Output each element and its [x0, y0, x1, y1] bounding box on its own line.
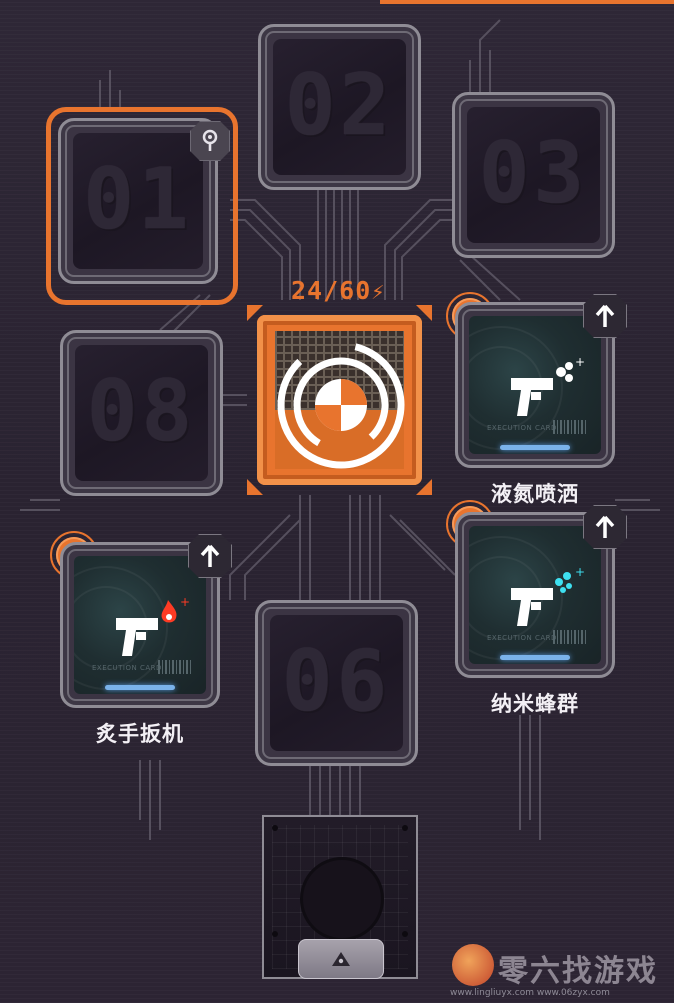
card-footer-text: EXECUTION CARD	[487, 424, 557, 432]
watermark-brand: 零六找游戏	[498, 954, 658, 989]
card-liquid-nitrogen[interactable]: + EXECUTION CARD	[455, 302, 615, 468]
slot-03[interactable]: 03	[452, 92, 615, 258]
gun-fire-icon: +	[116, 596, 190, 656]
gun-swarm-icon: +	[511, 566, 585, 626]
card-name: 炙手扳机	[96, 722, 184, 746]
execution-card: + EXECUTION CARD	[469, 316, 601, 454]
expand-button[interactable]	[298, 939, 384, 979]
slot-frame	[258, 24, 421, 190]
slot-08[interactable]: 08	[60, 330, 223, 496]
slot-number: 03	[478, 124, 589, 223]
watermark-url: www.lingliuyx.com www.06zyx.com	[450, 988, 610, 998]
barcode-graphic	[553, 630, 587, 644]
slot-frame	[255, 600, 418, 766]
bottom-module[interactable]	[262, 815, 418, 979]
triangle-up-icon	[332, 952, 350, 966]
slot-frame	[58, 118, 218, 284]
barcode-graphic	[553, 420, 587, 434]
slot-frame	[60, 330, 223, 496]
card-name: 液氮喷洒	[491, 482, 579, 506]
card-hot-trigger[interactable]: + EXECUTION CARD	[60, 542, 220, 708]
energy-value: 24/60	[291, 276, 372, 305]
upgrade-arrow-icon[interactable]	[583, 294, 627, 338]
execution-card: + EXECUTION CARD	[469, 526, 601, 664]
slot-number: 02	[284, 56, 395, 155]
core-emblem-icon	[277, 341, 405, 469]
slot-number: 01	[83, 150, 193, 249]
slot-02[interactable]: 02	[258, 24, 421, 190]
card-footer-text: EXECUTION CARD	[487, 634, 557, 642]
lightning-icon: ⚡	[371, 280, 386, 305]
card-nano-swarm[interactable]: + EXECUTION CARD	[455, 512, 615, 678]
slot-01[interactable]: 01	[58, 118, 218, 284]
slot-number: 08	[86, 362, 197, 461]
card-name: 纳米蜂群	[491, 692, 579, 716]
upgrade-arrow-icon[interactable]	[583, 505, 627, 549]
barcode-graphic	[158, 660, 192, 674]
card-status-bar	[500, 655, 570, 660]
selection-highlight	[46, 107, 238, 305]
upgrade-arrow-icon[interactable]	[188, 534, 232, 578]
svg-text:+: +	[575, 356, 585, 369]
card-status-bar	[500, 445, 570, 450]
top-accent-bar	[380, 0, 674, 4]
brand-logo-icon	[452, 944, 494, 986]
slot-number: 06	[281, 632, 392, 731]
card-footer-text: EXECUTION CARD	[92, 664, 162, 672]
svg-text:+: +	[575, 566, 585, 579]
core-module[interactable]	[247, 305, 432, 495]
lock-icon	[190, 121, 230, 161]
empty-socket	[300, 857, 384, 941]
card-status-bar	[105, 685, 175, 690]
svg-text:+: +	[180, 596, 190, 609]
energy-counter: 24/60⚡	[291, 276, 386, 305]
gun-frost-icon: +	[511, 356, 585, 416]
execution-card: + EXECUTION CARD	[74, 556, 206, 694]
slot-06[interactable]: 06	[255, 600, 418, 766]
watermark: 零六找游戏 www.lingliuyx.com www.06zyx.com	[450, 942, 674, 1003]
slot-frame	[452, 92, 615, 258]
